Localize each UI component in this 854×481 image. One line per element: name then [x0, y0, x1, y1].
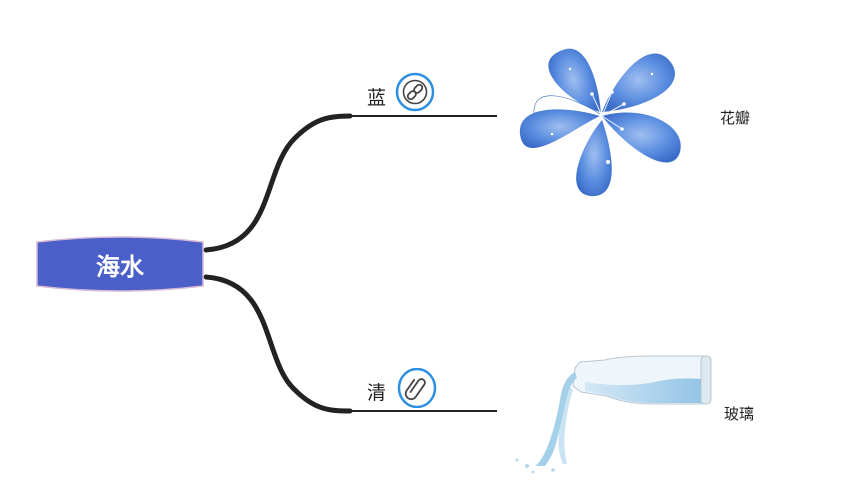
flower-stamens [583, 91, 625, 133]
glass-bottle-image [515, 355, 712, 474]
connector-bottom [203, 274, 353, 414]
bottle-body [572, 355, 712, 405]
leaf-label-glass: 玻璃 [724, 405, 755, 423]
flower-highlights [550, 67, 654, 164]
pouring-water [535, 372, 577, 466]
paperclip-icon[interactable] [397, 367, 437, 409]
root-node-shape [36, 236, 204, 292]
root-label: 海水 [96, 252, 144, 281]
leaf-label-petal: 花瓣 [720, 109, 751, 127]
link-icon[interactable] [395, 72, 435, 112]
flower-petals [519, 48, 681, 197]
root-node[interactable]: 海水 [33, 234, 207, 294]
water-splash [515, 458, 555, 474]
branch-label-blue: 蓝 [367, 87, 387, 109]
blue-flower-image [519, 48, 681, 197]
connector-top [203, 113, 353, 253]
branch-label-clear: 清 [367, 382, 387, 404]
